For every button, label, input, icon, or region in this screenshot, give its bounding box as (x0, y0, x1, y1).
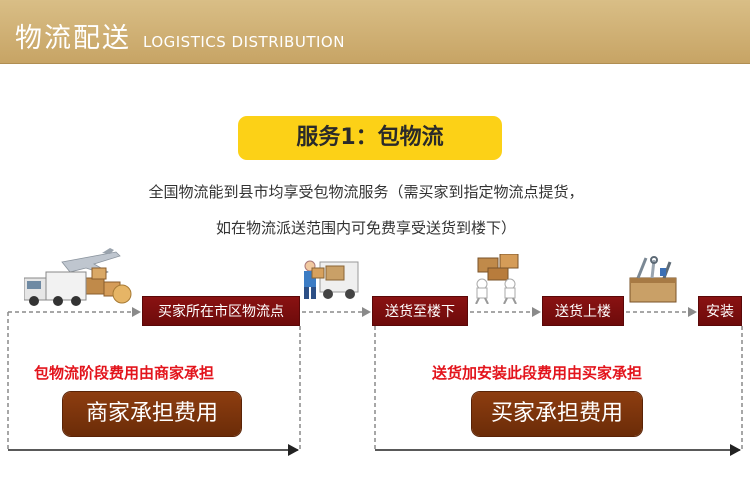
header-subtitle: LOGISTICS DISTRIBUTION (143, 33, 345, 51)
merchant-cost-note: 包物流阶段费用由商家承担 (34, 364, 215, 382)
flow-step-deliver-downstairs: 送货至楼下 (372, 296, 468, 326)
delivery-man-icon (304, 260, 359, 299)
truck-airplane-icon (24, 248, 132, 306)
merchant-cost-label: 商家承担费用 (63, 392, 241, 436)
flow-step-deliver-upstairs: 送货上楼 (542, 296, 624, 326)
service-title-badge: 服务1：包物流 (238, 116, 502, 160)
buyer-cost-label: 买家承担费用 (472, 392, 642, 436)
buyer-cost-note: 送货加安装此段费用由买家承担 (432, 364, 643, 382)
toolbox-icon (629, 256, 677, 303)
service-description-line-2: 如在物流派送范围内可免费享受送货到楼下） (215, 219, 516, 237)
flow-step-buyer-city-logistics-point: 买家所在市区物流点 (142, 296, 300, 326)
carrying-boxes-icon (475, 254, 519, 304)
service-description-line-1: 全国物流能到县市均享受包物流服务（需买家到指定物流点提货， (148, 183, 584, 201)
header-title: 物流配送 (15, 23, 131, 54)
header-bar: 物流配送 LOGISTICS DISTRIBUTION (0, 0, 750, 64)
flow-step-installation: 安装 (698, 296, 742, 326)
